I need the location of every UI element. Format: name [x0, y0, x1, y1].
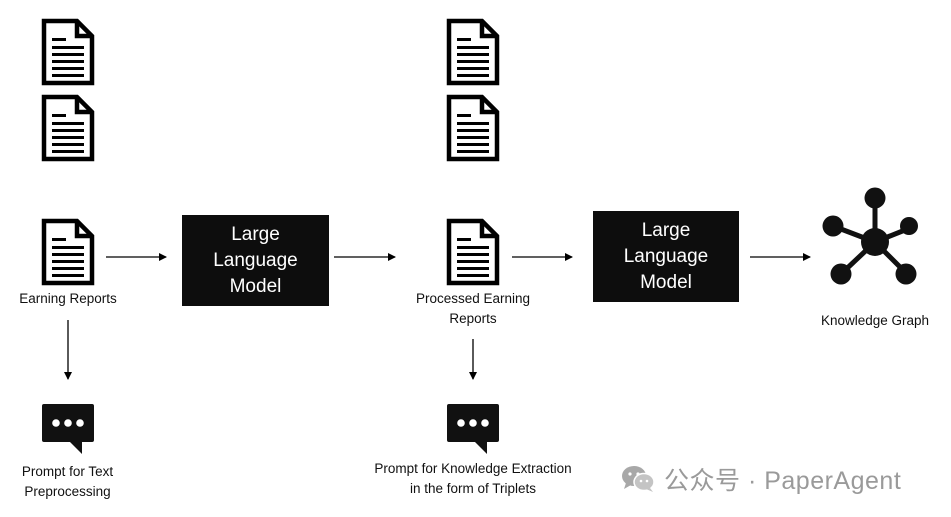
chat-bubble-icon	[445, 402, 501, 456]
document-icon	[446, 218, 500, 286]
prompt-extraction-caption: Prompt for Knowledge Extraction in the f…	[374, 461, 572, 496]
processed-reports-caption: Processed Earning Reports	[415, 291, 531, 326]
wechat-icon	[622, 466, 655, 492]
document-icon	[446, 18, 500, 86]
prompt-preprocessing-caption: Prompt for Text Preprocessing	[21, 464, 114, 499]
llm-box-2: Large Language Model	[593, 211, 739, 302]
earning-reports-caption: Earning Reports	[19, 291, 117, 306]
llm-box-1: Large Language Model	[182, 215, 329, 306]
chat-bubble-icon	[40, 402, 96, 456]
document-icon	[41, 218, 95, 286]
document-icon	[41, 18, 95, 86]
document-icon	[41, 94, 95, 162]
watermark-text: 公众号 · PaperAgent	[664, 467, 902, 495]
knowledge-graph-caption: Knowledge Graph	[820, 313, 930, 328]
document-icon	[446, 94, 500, 162]
knowledge-graph-icon	[822, 187, 918, 285]
watermark: 公众号 · PaperAgent	[620, 463, 901, 495]
